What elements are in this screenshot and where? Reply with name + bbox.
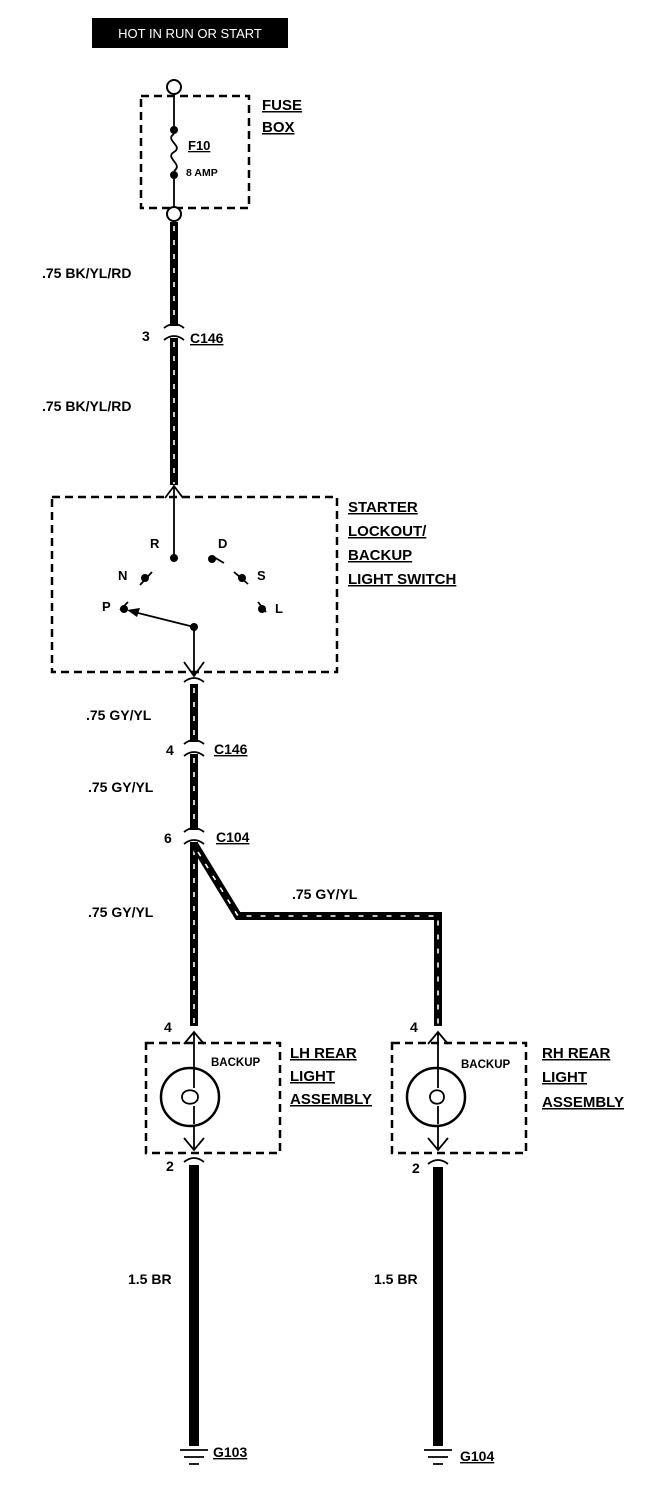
banner-box (92, 18, 288, 48)
banner-text: HOT IN RUN OR START (118, 26, 262, 41)
lh-ground-wire-label: 1.5 BR (128, 1271, 172, 1287)
fuse-node-bottom (170, 171, 178, 179)
rh-output-connector-arc (427, 1159, 449, 1165)
c146-b-bottom-arc (183, 751, 205, 757)
switch-pos-d: D (218, 536, 227, 551)
fuse-node-top (170, 126, 178, 134)
rh-bulb-label: BACKUP (461, 1059, 511, 1071)
wire-label-2: .75 BK/YL/RD (42, 398, 131, 414)
switch-contact-d (208, 555, 216, 563)
switch-contact-p (120, 605, 128, 613)
switch-label-1: STARTER (348, 499, 418, 516)
lh-bulb-label: BACKUP (211, 1057, 261, 1069)
lh-assembly-outline (144, 1041, 282, 1155)
switch-contact-n (141, 574, 149, 582)
g104-ground-icon (424, 1449, 452, 1465)
c146-a-top-arc (163, 323, 185, 329)
c146-a-bottom-arc (163, 335, 185, 341)
switch-arm-line (129, 610, 195, 628)
switch-pos-s: S (257, 568, 266, 583)
switch-output-arrow (183, 627, 205, 678)
g104-label: G104 (460, 1448, 494, 1464)
switch-label-2: LOCKOUT/ (348, 523, 427, 540)
fuse-box-label-2: BOX (262, 119, 295, 136)
switch-arm-arrow-icon (127, 608, 140, 617)
switch-input-arrow (164, 484, 184, 558)
switch-pos-n: N (118, 568, 127, 583)
rh-bulb-icon (405, 1066, 467, 1128)
fuse-bottom-terminal (166, 206, 182, 222)
lh-bulb-filament-icon (181, 1068, 199, 1124)
g103-label: G103 (213, 1444, 247, 1460)
switch-pos-l: L (275, 601, 283, 616)
lh-pin-out: 2 (166, 1158, 174, 1174)
lh-output-connector-arc (183, 1157, 205, 1163)
wire-label-5: .75 GY/YL (88, 904, 154, 920)
c104-pin: 6 (164, 830, 172, 846)
rh-assembly-label-3: ASSEMBLY (542, 1094, 624, 1111)
lh-assembly-arrows (183, 1030, 205, 1152)
wire-label-3: .75 GY/YL (86, 707, 152, 723)
rh-assembly-label-2: LIGHT (542, 1069, 587, 1086)
c146-a-pin: 3 (142, 328, 150, 344)
rh-assembly-label-1: RH REAR (542, 1045, 611, 1062)
rh-pin-out: 2 (412, 1160, 420, 1176)
c104-top-arc (183, 827, 205, 833)
switch-contact-r (170, 554, 178, 562)
switch-contact-s (238, 574, 246, 582)
rh-bulb-filament-icon (429, 1068, 445, 1124)
rh-pin-in: 4 (410, 1019, 418, 1035)
rh-assembly-outline (390, 1041, 528, 1155)
c104-bottom-arc (183, 839, 205, 845)
c146-b-name: C146 (214, 741, 248, 757)
lh-assembly-label-1: LH REAR (290, 1045, 357, 1062)
switch-pos-r: R (150, 536, 160, 551)
lh-pin-in: 4 (164, 1019, 172, 1035)
fuse-element-icon (170, 133, 178, 172)
switch-label-4: LIGHT SWITCH (348, 571, 456, 588)
lh-assembly-label-2: LIGHT (290, 1068, 335, 1085)
rh-assembly-arrows (427, 1030, 449, 1152)
wire-label-6: .75 GY/YL (292, 886, 358, 902)
fuse-rating: 8 AMP (186, 167, 218, 179)
fuse-box-label-1: FUSE (262, 97, 302, 114)
wire-label-4: .75 GY/YL (88, 779, 154, 795)
switch-output-connector-arc (183, 677, 205, 683)
fuse-top-terminal (166, 79, 182, 95)
lh-bulb-icon (159, 1066, 221, 1128)
lh-assembly-label-3: ASSEMBLY (290, 1091, 372, 1108)
wire-stripe-6 (197, 851, 439, 1024)
rh-ground-wire-label: 1.5 BR (374, 1271, 418, 1287)
c146-a-name: C146 (190, 330, 224, 346)
fuse-name: F10 (188, 138, 210, 153)
fuse-box-outline (139, 94, 251, 210)
wire-segment-6 (190, 841, 442, 1026)
c146-b-pin: 4 (166, 742, 174, 758)
g103-ground-icon (180, 1449, 208, 1465)
c146-b-top-arc (183, 739, 205, 745)
switch-contact-l (258, 605, 266, 613)
c104-name: C104 (216, 829, 250, 845)
switch-label-3: BACKUP (348, 547, 412, 564)
wire-label-1: .75 BK/YL/RD (42, 265, 131, 281)
switch-pos-p: P (102, 599, 111, 614)
